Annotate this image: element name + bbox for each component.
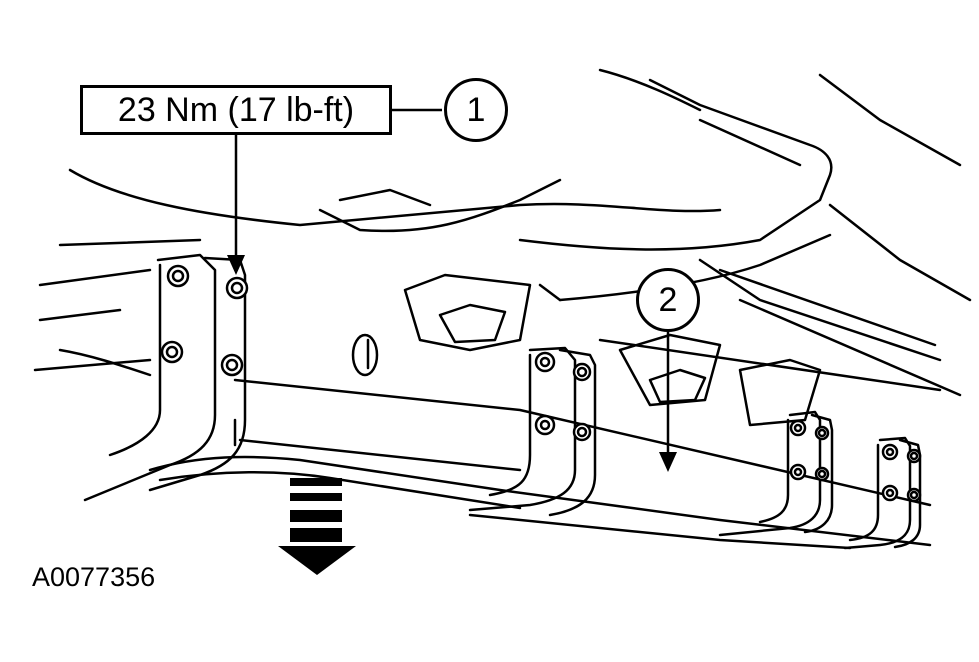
access-hole (351, 333, 379, 377)
figure-id: A0077356 (32, 562, 156, 592)
bolts (160, 264, 922, 503)
fuel-tank-skid-plate (148, 378, 932, 550)
item-number-1-label: 1 (466, 90, 486, 129)
torque-callout: 23 Nm (17 lb-ft) (80, 85, 392, 135)
torque-label: 23 Nm (17 lb-ft) (117, 90, 355, 129)
mounting-bracket-2 (468, 346, 597, 517)
mounting-bracket-1 (83, 253, 247, 502)
item-number-2: 2 (636, 268, 700, 332)
mounting-bracket-3 (718, 410, 834, 537)
item-number-2-label: 2 (658, 280, 678, 319)
mounting-bracket-4 (843, 436, 922, 550)
item-number-1: 1 (444, 78, 508, 142)
frame-crossmember (403, 273, 822, 427)
down-direction-arrow-icon (278, 478, 356, 575)
